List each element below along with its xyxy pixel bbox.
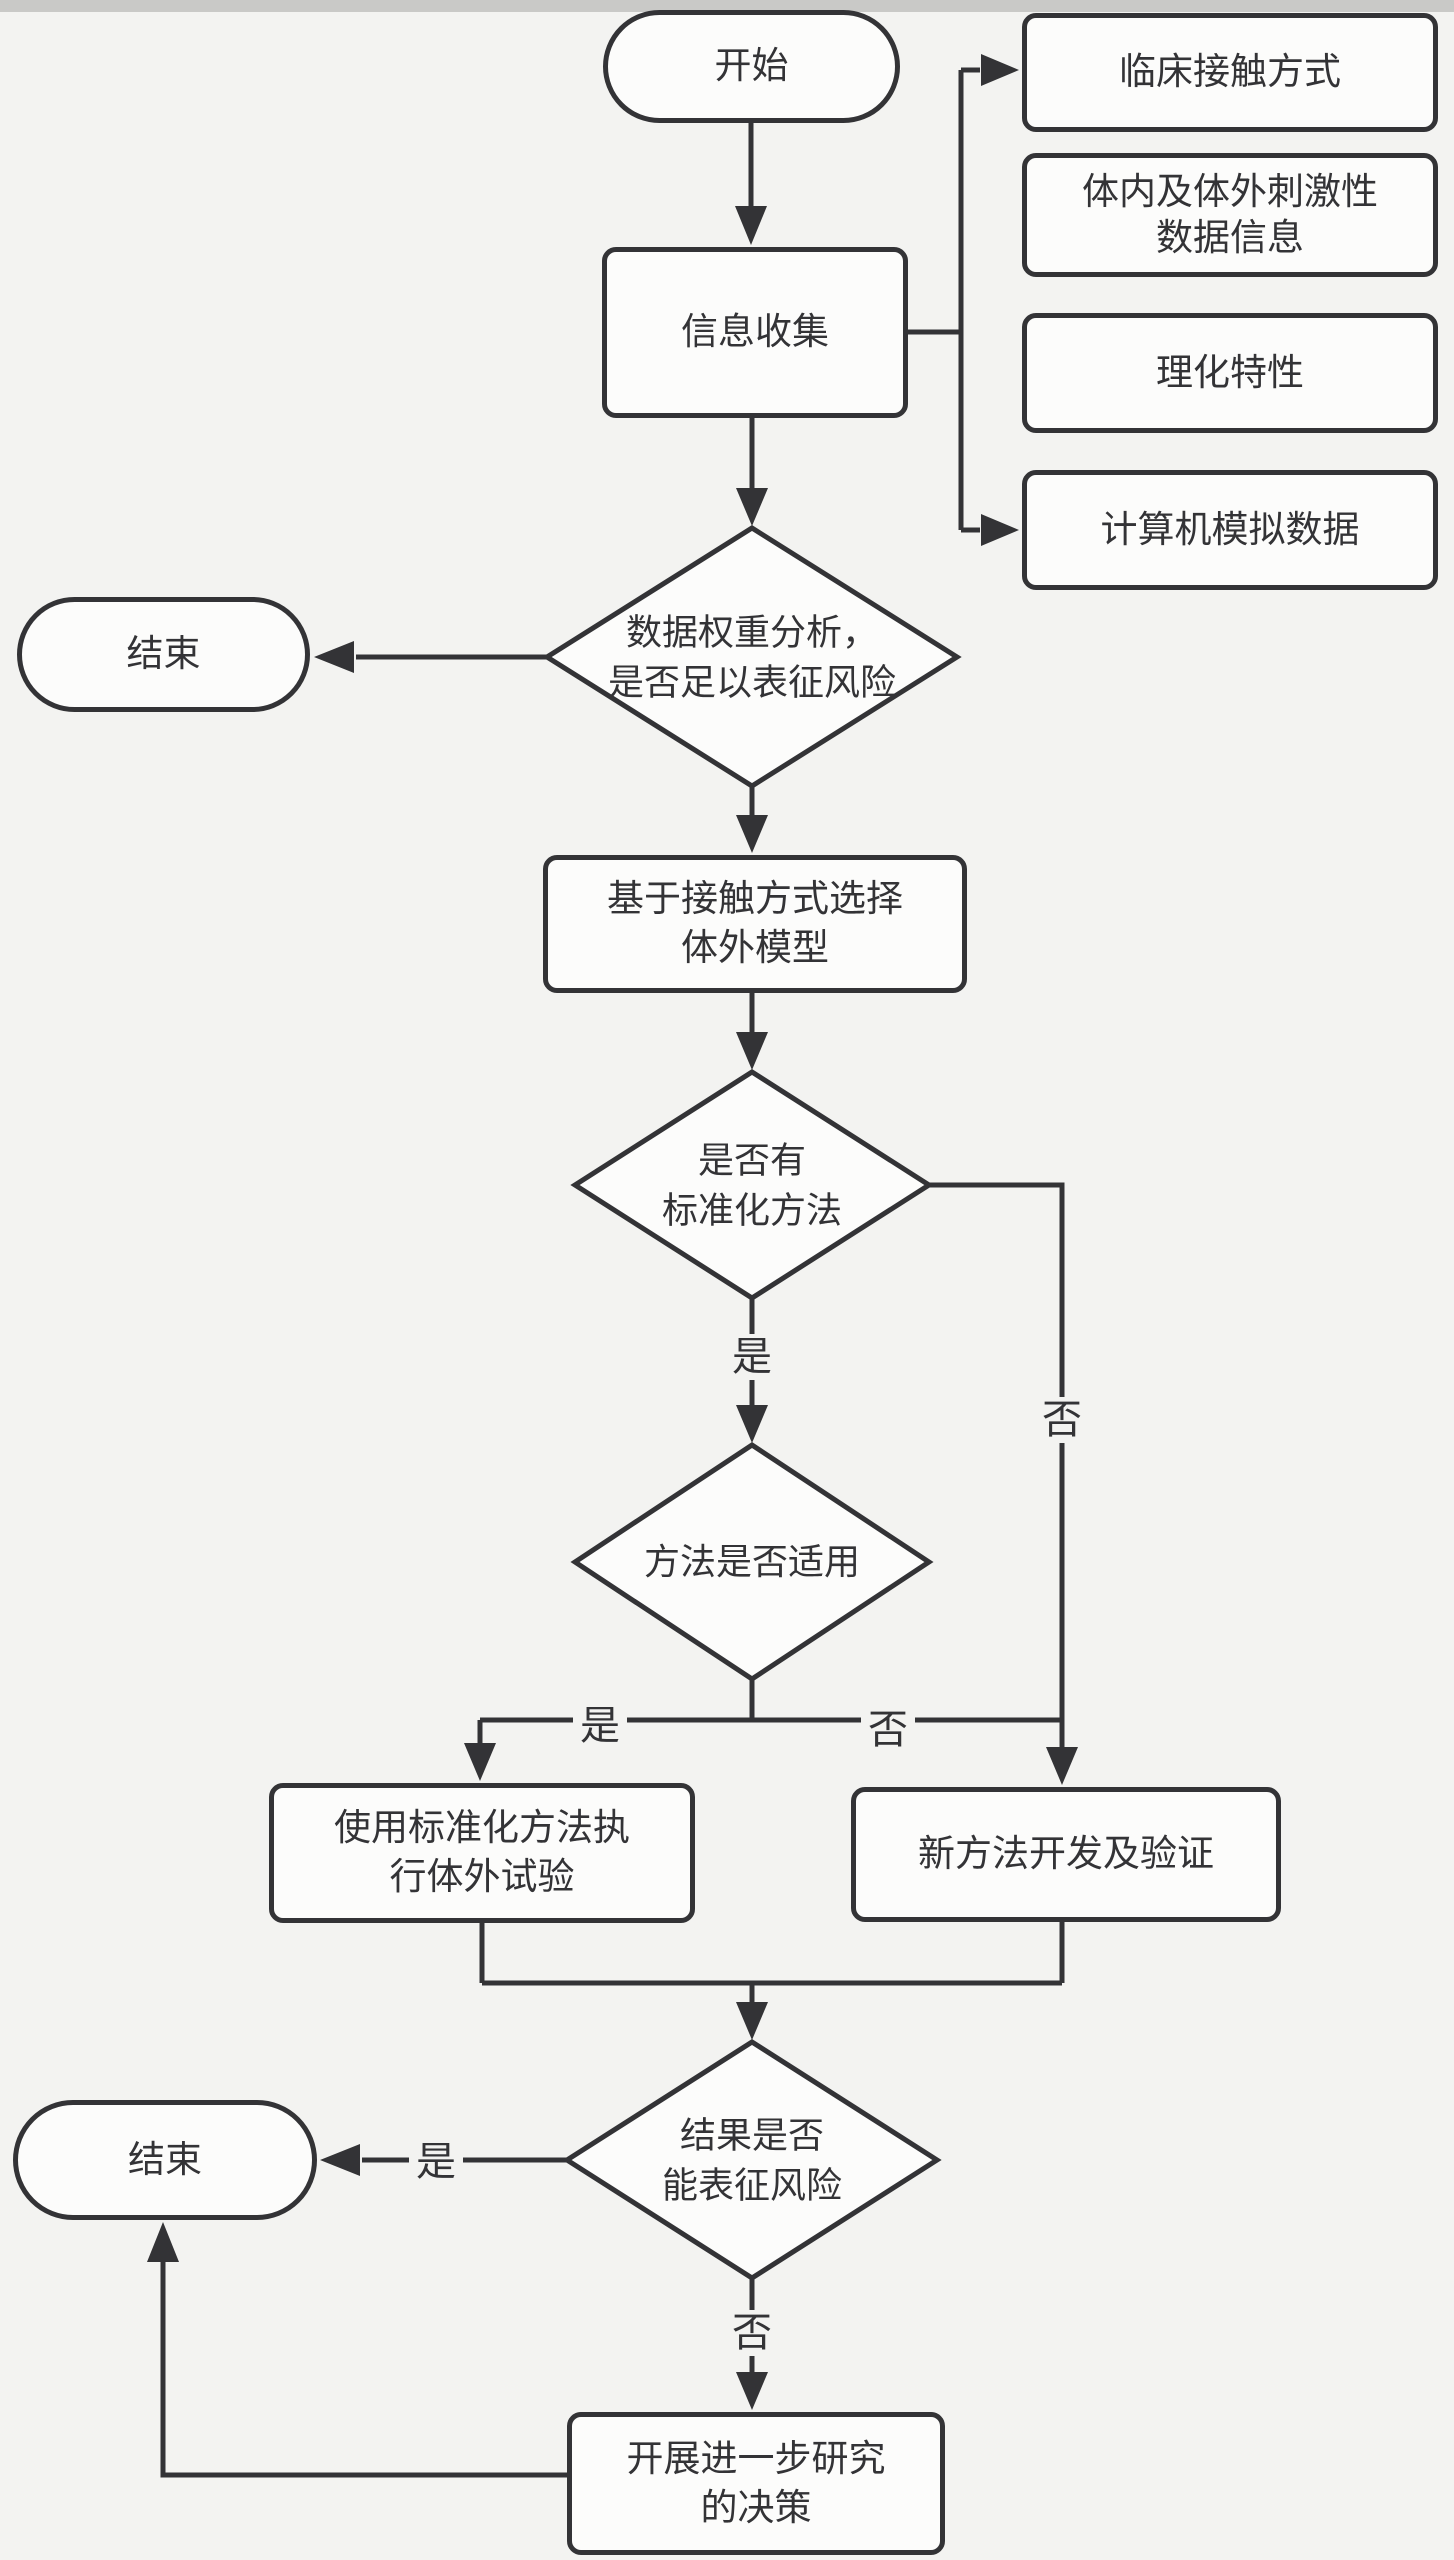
arrowhead-into-select [736,815,768,853]
branch-label-no-characterize: 否 [725,2310,779,2356]
edge-hasstandard-no [929,1182,1065,1747]
node-use-standard: 使用标准化方法执 行体外试验 [269,1783,695,1923]
node-collect-info-label: 信息收集 [681,311,829,353]
node-use-standard-line2: 行体外试验 [389,1856,575,1897]
decision-hasstandard-shape [570,1069,934,1301]
node-collect-info: 信息收集 [602,247,908,418]
node-further-research-line1: 开展进一步研究 [626,2437,886,2479]
edge-applicable-split [477,1679,1062,1743]
node-end-top-label: 结束 [126,633,201,675]
node-start-label: 开始 [714,45,789,87]
arrowhead-into-newmethod [1046,1747,1078,1785]
decision-hasstandard-text: 是否有 标准化方法 [662,1135,842,1234]
branch-label-no-applicable: 否 [861,1707,915,1753]
decision-weight-shape [542,525,962,789]
arrowhead-into-hasstandard [736,1032,768,1070]
arrowhead-into-usestandard [464,1743,496,1781]
branch-label-no-hasstandard: 否 [1035,1397,1089,1443]
node-physchem-label: 理化特性 [1156,351,1304,393]
branch-label-yes-hasstandard: 是 [725,1334,779,1380]
node-further-research: 开展进一步研究 的决策 [567,2412,945,2555]
decision-applicable-text: 方法是否适用 [644,1537,860,1587]
arrowhead-into-clinical [981,54,1019,86]
decision-characterize-line1: 结果是否 [679,2114,825,2156]
edge-further-loop-to-end [160,2262,567,2478]
node-simulation: 计算机模拟数据 [1022,470,1438,590]
decision-characterize-shape [562,2039,942,2281]
decision-characterize-line2: 能表征风险 [661,2164,843,2205]
edge-collect-to-side-collector [908,67,980,533]
node-end-top: 结束 [17,597,310,712]
arrowhead-into-further [736,2372,768,2410]
decision-applicable-label: 方法是否适用 [643,1541,861,1583]
photo-top-edge [0,0,1454,12]
arrowhead-into-simulation [981,514,1019,546]
edge-merge-to-characterize [479,1922,1065,2002]
node-simulation-label: 计算机模拟数据 [1100,508,1360,550]
node-clinical-contact: 临床接触方式 [1022,13,1438,132]
decision-weight-text: 数据权重分析， 是否足以表征风险 [608,607,896,706]
branch-label-yes-applicable: 是 [573,1703,627,1749]
node-use-standard-line1: 使用标准化方法执 [334,1807,630,1849]
decision-applicable-shape [570,1442,934,1682]
node-new-method-label: 新方法开发及验证 [918,1833,1214,1875]
decision-hasstandard-line2: 标准化方法 [661,1189,843,1230]
arrowhead-into-applicable [736,1405,768,1443]
decision-weight-line1: 数据权重分析， [625,611,879,653]
decision-hasstandard-line1: 是否有 [697,1139,807,1181]
node-invivo-data-line2: 数据信息 [1156,217,1304,258]
node-end-bottom-label: 结束 [128,2138,202,2180]
node-new-method: 新方法开发及验证 [851,1787,1281,1922]
node-physchem: 理化特性 [1022,313,1438,433]
arrowhead-into-collect [735,206,767,245]
decision-weight-line2: 是否足以表征风险 [607,661,897,702]
node-further-research-line2: 的决策 [700,2486,812,2528]
decision-characterize-text: 结果是否 能表征风险 [662,2110,842,2209]
node-select-model: 基于接触方式选择 体外模型 [543,855,967,993]
node-start: 开始 [603,10,900,123]
arrowhead-into-characterize [736,2002,768,2040]
node-end-bottom: 结束 [13,2100,317,2220]
node-invivo-data: 体内及体外刺激性 数据信息 [1022,153,1438,277]
arrowhead-into-weight [736,488,768,526]
node-clinical-contact-label: 临床接触方式 [1119,51,1341,93]
node-select-model-line1: 基于接触方式选择 [607,878,903,920]
node-select-model-line2: 体外模型 [681,927,829,968]
node-invivo-data-line1: 体内及体外刺激性 [1082,170,1378,212]
arrowhead-into-end-top [314,641,354,673]
arrowhead-loop-into-end-bottom [147,2222,179,2262]
arrowhead-into-end-bottom-right [320,2144,360,2176]
branch-label-yes-characterize: 是 [409,2139,463,2185]
